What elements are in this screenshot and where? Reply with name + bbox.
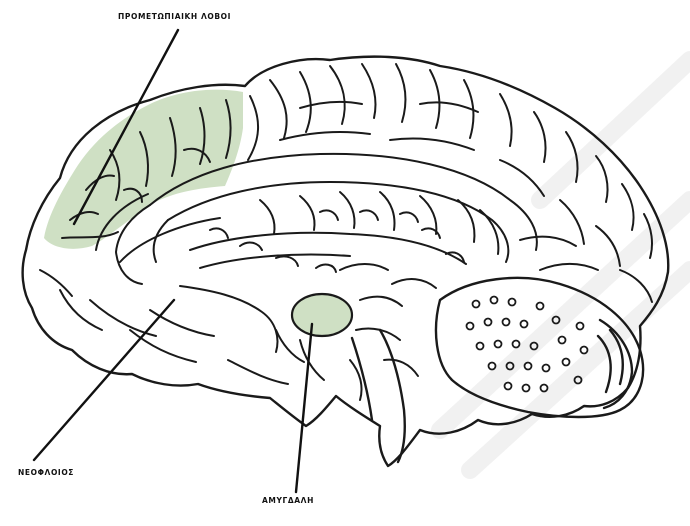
pointer-neocortex: [34, 300, 174, 460]
pointer-amygdala: [296, 324, 312, 492]
amygdala-region: [292, 294, 352, 336]
label-amygdala: ΑΜΥΓΔΑΛΗ: [262, 496, 314, 505]
label-neocortex: ΝΕΟΦΛΟΙΟΣ: [18, 468, 74, 477]
label-prefrontal: ΠΡΟΜΕΤΩΠΙΑΙΚΗ ΛΟΒΟΙ: [118, 12, 231, 21]
